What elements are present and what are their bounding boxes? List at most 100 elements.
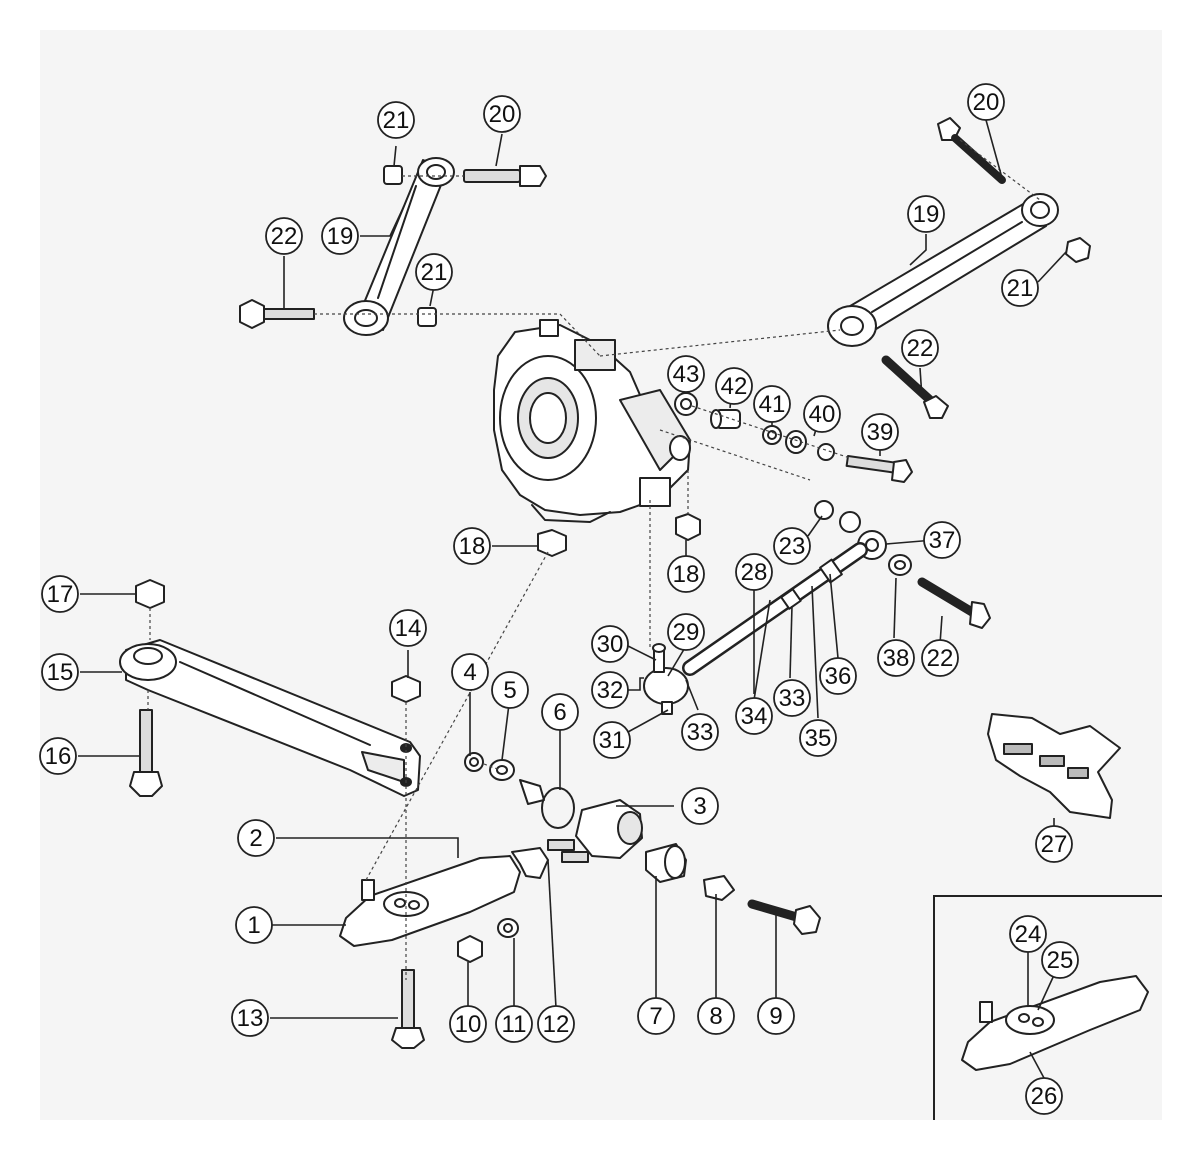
callout-number: 21 <box>383 107 410 134</box>
callout-number: 27 <box>1041 831 1068 858</box>
callout-circle <box>907 195 945 233</box>
callout-number: 40 <box>809 401 836 428</box>
callout-c40: 40 <box>803 395 841 433</box>
callout-c18b: 18 <box>667 555 705 593</box>
washer-4 <box>464 752 484 772</box>
callout-circle <box>377 101 415 139</box>
nut-17 <box>135 579 165 609</box>
callout-circle <box>735 697 773 735</box>
callout-circle <box>41 575 79 613</box>
callout-c20a: 20 <box>483 95 521 133</box>
callout-c21a: 21 <box>377 101 415 139</box>
callout-circle <box>967 83 1005 121</box>
bolt-22-right-upper <box>881 355 949 419</box>
callout-circle <box>591 671 629 709</box>
lower-trailing-arm <box>119 639 421 797</box>
wheel-carrier-knuckle <box>493 319 691 523</box>
callout-c15: 15 <box>41 653 79 691</box>
callout-circle <box>877 639 915 677</box>
callout-number: 24 <box>1015 921 1042 948</box>
callout-circle <box>1001 269 1039 307</box>
callout-circle <box>1009 915 1047 953</box>
callout-c21b: 21 <box>415 253 453 291</box>
callout-circle <box>799 719 837 757</box>
callout-c12: 12 <box>537 1005 575 1043</box>
callout-number: 32 <box>597 677 624 704</box>
callout-c19a: 19 <box>321 217 359 255</box>
callout-c20b: 20 <box>967 83 1005 121</box>
callout-number: 35 <box>805 725 832 752</box>
callout-circle <box>41 653 79 691</box>
callout-circle <box>921 639 959 677</box>
callout-number: 1 <box>247 912 260 939</box>
callout-circle <box>495 1005 533 1043</box>
callout-circle <box>453 527 491 565</box>
callout-circle <box>1025 1077 1063 1115</box>
callout-circle <box>483 95 521 133</box>
callout-c22c: 22 <box>921 639 959 677</box>
callout-number: 8 <box>709 1003 722 1030</box>
callout-circle <box>923 521 961 559</box>
nut-21-left-lower <box>417 307 437 327</box>
callout-number: 33 <box>779 685 806 712</box>
callout-c25: 25 <box>1041 941 1079 979</box>
nut-23 <box>814 500 861 533</box>
nut-14 <box>391 675 421 703</box>
callout-number: 10 <box>455 1011 482 1038</box>
callout-c21c: 21 <box>1001 269 1039 307</box>
callout-circle <box>593 721 631 759</box>
callout-circle <box>237 819 275 857</box>
upper-link-left <box>343 157 455 336</box>
bolt-20-left <box>463 165 547 187</box>
callout-c16: 16 <box>39 737 77 775</box>
callout-number: 23 <box>779 533 806 560</box>
callout-number: 15 <box>47 659 74 686</box>
callout-number: 19 <box>913 201 940 228</box>
washer-small-39 <box>817 443 835 461</box>
callout-number: 7 <box>649 1003 662 1030</box>
callout-number: 38 <box>883 645 910 672</box>
callout-c31: 31 <box>593 721 631 759</box>
callout-c33b: 33 <box>773 679 811 717</box>
callout-number: 11 <box>502 1011 527 1038</box>
callout-number: 21 <box>421 259 448 286</box>
callout-c14: 14 <box>389 609 427 647</box>
callout-circle <box>715 367 753 405</box>
callout-c36: 36 <box>819 657 857 695</box>
callout-c24: 24 <box>1009 915 1047 953</box>
callout-c26: 26 <box>1025 1077 1063 1115</box>
bolt-13 <box>391 969 425 1049</box>
callout-c38: 38 <box>877 639 915 677</box>
callout-number: 18 <box>459 533 486 560</box>
callout-number: 4 <box>463 659 476 686</box>
callout-number: 3 <box>693 793 706 820</box>
callout-c22a: 22 <box>265 217 303 255</box>
callout-number: 22 <box>907 335 934 362</box>
pin-6 <box>519 779 575 829</box>
callout-number: 18 <box>673 561 700 588</box>
callout-circle <box>757 997 795 1035</box>
callout-circle <box>415 253 453 291</box>
washer-43 <box>674 392 698 416</box>
callout-number: 36 <box>825 663 852 690</box>
tie-rod-ball-joint <box>643 643 689 715</box>
lower-control-arm <box>339 855 521 947</box>
callout-circle <box>667 355 705 393</box>
washer-38 <box>888 554 912 576</box>
callout-number: 9 <box>769 1003 782 1030</box>
nut-18-right <box>675 513 701 541</box>
callout-c13: 13 <box>231 999 269 1037</box>
callout-circle <box>265 217 303 255</box>
callout-number: 34 <box>741 703 768 730</box>
callout-c29: 29 <box>667 613 705 651</box>
callout-number: 43 <box>673 361 700 388</box>
callout-circle <box>39 737 77 775</box>
bolt-20-right <box>937 117 1006 184</box>
upper-link-right <box>827 193 1059 347</box>
callout-circle <box>681 787 719 825</box>
callout-c30: 30 <box>591 625 629 663</box>
callout-c11: 11 <box>495 1005 533 1043</box>
nut-18-left <box>537 529 567 557</box>
callout-number: 39 <box>867 419 894 446</box>
